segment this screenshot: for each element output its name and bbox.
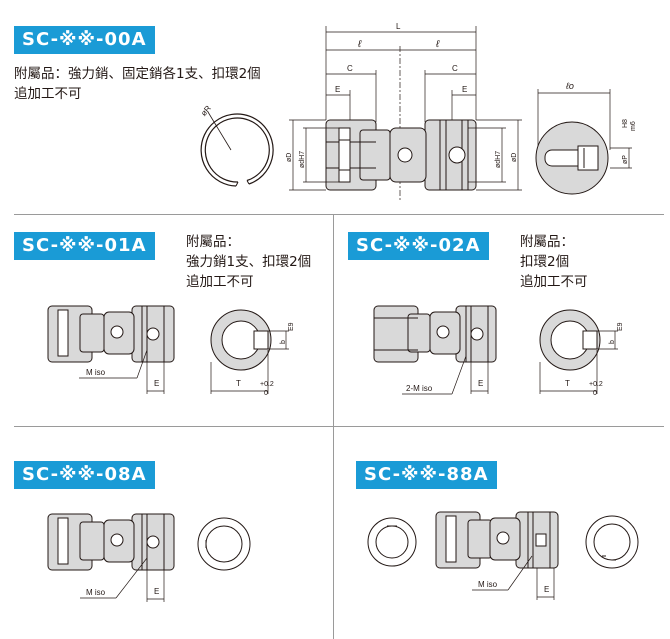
02a-b-label: b	[609, 340, 616, 344]
divider-col-row-2	[333, 214, 334, 426]
dim-m6: m6	[630, 121, 637, 131]
dim-E-right: E	[462, 85, 467, 94]
divider-row-1	[14, 214, 664, 215]
08a-miso-label: M iso	[86, 588, 106, 597]
02a-tol-bot: 0	[593, 390, 597, 397]
dim-l-right: ℓ	[435, 39, 440, 50]
section-01a-note-line-2: 強力銷1支、扣環2個	[186, 254, 312, 270]
section-08a-drawing: M iso E	[47, 513, 251, 602]
ring-radius-label: øR	[199, 104, 213, 118]
dim-C-right: C	[452, 64, 458, 73]
section-88a-drawing: M iso E	[367, 511, 639, 600]
01a-E9-label: E9	[288, 322, 295, 331]
section-01a-drawing: M iso E T +0.2 0 b E9	[47, 305, 295, 397]
dim-C-left: C	[347, 64, 353, 73]
section-02a-note: 附屬品： 扣環2個 追加工不可	[520, 232, 588, 292]
02a-miso-label: 2-M iso	[406, 384, 433, 393]
section-88a-code-badge: SC-※※-88A	[356, 461, 497, 489]
section-88a-code: SC-※※-88A	[364, 464, 489, 485]
dim-phiD-right: øD	[511, 153, 518, 162]
01a-E-label: E	[154, 379, 159, 388]
divider-row-2	[14, 426, 664, 427]
section-00a-note-line-1: 附屬品：強力銷、固定銷各1支、扣環2個	[14, 66, 261, 82]
dim-phiP: øP	[622, 155, 629, 164]
01a-tol-bot: 0	[264, 390, 268, 397]
section-02a-note-line-3: 追加工不可	[520, 274, 588, 290]
02a-E9-label: E9	[617, 322, 624, 331]
dim-l-left: ℓ	[357, 39, 362, 50]
dim-E-left: E	[335, 85, 340, 94]
88a-miso-label: M iso	[478, 580, 498, 589]
section-01a-note-line-1: 附屬品：	[186, 234, 240, 250]
section-00a-drawing: øR L ℓ ℓ C C E E	[199, 22, 637, 200]
section-02a-note-line-2: 扣環2個	[520, 254, 570, 270]
08a-E-label: E	[154, 587, 159, 596]
section-00a-note-line-2: 追加工不可	[14, 86, 82, 102]
end-view-00a	[535, 89, 632, 195]
body-diameter-lines	[289, 119, 522, 191]
section-00a-code: SC-※※-00A	[22, 29, 147, 50]
dim-phidH7-left: ødH7	[299, 151, 306, 168]
section-02a-note-line-1: 附屬品：	[520, 234, 574, 250]
section-02a-code: SC-※※-02A	[356, 235, 481, 256]
01a-miso-label: M iso	[86, 368, 106, 377]
01a-T-label: T	[236, 379, 241, 388]
dim-L: L	[396, 22, 401, 31]
joint-body-00a	[325, 119, 477, 191]
section-02a-drawing: 2-M iso E T +0.2 0 b E9	[373, 305, 624, 397]
section-01a-note-line-3: 追加工不可	[186, 274, 254, 290]
section-01a-code: SC-※※-01A	[22, 235, 147, 256]
88a-E-label: E	[544, 585, 549, 594]
dim-l0: ℓo	[565, 81, 574, 91]
section-08a-code: SC-※※-08A	[22, 464, 147, 485]
02a-tol-top: +0.2	[589, 381, 603, 388]
section-00a-code-badge: SC-※※-00A	[14, 26, 155, 54]
section-00a-note: 附屬品：強力銷、固定銷各1支、扣環2個 追加工不可	[14, 64, 261, 104]
88a-end-view-left	[367, 517, 417, 567]
08a-end-view	[197, 517, 251, 571]
overall-dimension-lines	[325, 26, 477, 200]
section-02a-code-badge: SC-※※-02A	[348, 232, 489, 260]
02a-E-label: E	[478, 379, 483, 388]
divider-col-row-3	[333, 426, 334, 639]
88a-end-view-right	[585, 515, 639, 569]
section-01a-code-badge: SC-※※-01A	[14, 232, 155, 260]
dim-phiD-left: øD	[286, 153, 293, 162]
dim-phidH7-right: ødH7	[495, 151, 502, 168]
dim-H8: H8	[622, 119, 629, 128]
section-08a-code-badge: SC-※※-08A	[14, 461, 155, 489]
01a-tol-top: +0.2	[260, 381, 274, 388]
section-01a-note: 附屬品： 強力銷1支、扣環2個 追加工不可	[186, 232, 311, 292]
retaining-ring-drawing: øR	[199, 104, 274, 187]
01a-b-label: b	[280, 340, 287, 344]
02a-T-label: T	[565, 379, 570, 388]
